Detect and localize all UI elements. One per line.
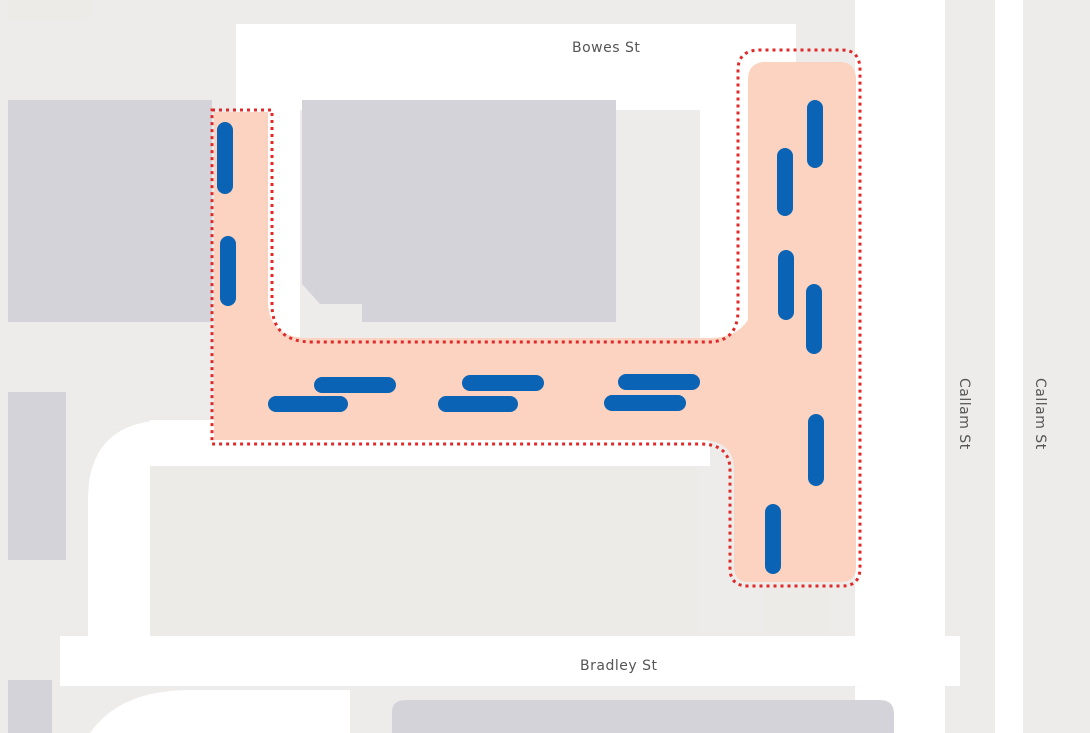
lot-south-east (764, 584, 830, 636)
road-bottom-left (90, 690, 350, 733)
building-central (302, 100, 616, 322)
lot-northwest (8, 0, 92, 20)
building-west (8, 100, 212, 322)
road-bradley-st (60, 636, 960, 686)
study-zone-fill (214, 61, 856, 583)
building-southwest (8, 392, 66, 560)
lot-south (150, 466, 698, 636)
road-callam-outer (995, 0, 1023, 733)
label-bowes-st: Bowes St (572, 40, 640, 56)
building-south (392, 700, 894, 733)
road-bradley-curve-left (88, 420, 220, 636)
building-southwest-small (8, 680, 52, 733)
study-zone-outline (210, 48, 862, 588)
label-bradley-st: Bradley St (580, 658, 657, 674)
label-callam-st-inner: Callam St (956, 378, 972, 450)
buildings (8, 0, 894, 733)
label-callam-st-outer: Callam St (1032, 378, 1048, 450)
parking-bays (217, 100, 824, 574)
road-callam-inner (855, 0, 945, 733)
